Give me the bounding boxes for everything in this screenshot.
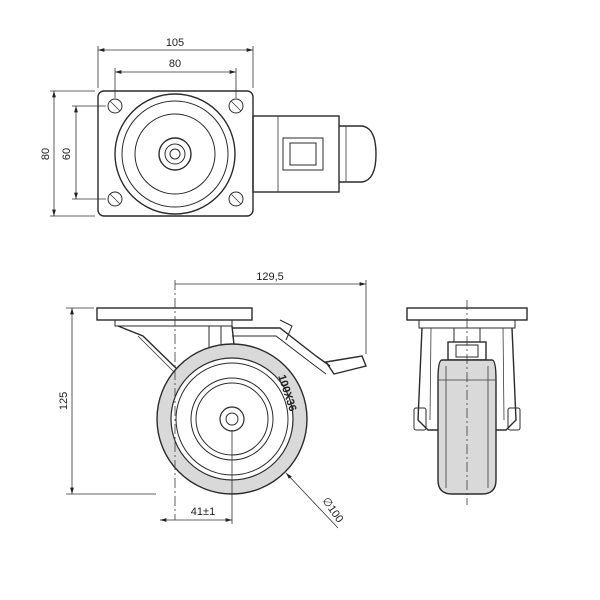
side-view: 100X36 129,5 125 41±1 ∅100 [58, 271, 367, 529]
dim-side-offset: 41±1 [160, 430, 233, 524]
dim-top-holes-x-label: 80 [169, 58, 181, 70]
side-brake-lever [232, 319, 367, 375]
top-plate [97, 90, 254, 217]
dim-wheel-diameter-label: ∅100 [320, 495, 346, 525]
swivel-bearing [114, 93, 236, 215]
dim-side-offset-label: 41±1 [191, 506, 215, 518]
front-view [406, 300, 528, 505]
dim-top-height-label: 80 [40, 148, 52, 160]
side-top-plate [96, 307, 253, 321]
dim-wheel-diameter: ∅100 [285, 472, 346, 529]
front-fork-right [496, 327, 517, 431]
dim-top-holes-y-label: 60 [61, 148, 73, 160]
dim-top-holes-x: 80 [114, 58, 237, 98]
mounting-holes [107, 98, 244, 207]
side-wheel: 100X36 [156, 343, 308, 495]
dim-top-width-label: 105 [166, 37, 184, 49]
dim-side-length: 129,5 [175, 271, 367, 354]
dim-top-width: 105 [97, 37, 254, 88]
dim-side-height-label: 125 [58, 392, 70, 410]
dim-top-height: 80 [40, 90, 95, 217]
top-view-brake [252, 115, 377, 193]
dim-side-length-label: 129,5 [256, 271, 284, 283]
dim-top-holes-y: 60 [61, 105, 106, 200]
dim-side-height: 125 [58, 307, 156, 495]
front-fork-left [417, 327, 438, 431]
top-view: 105 80 80 60 [40, 37, 377, 217]
